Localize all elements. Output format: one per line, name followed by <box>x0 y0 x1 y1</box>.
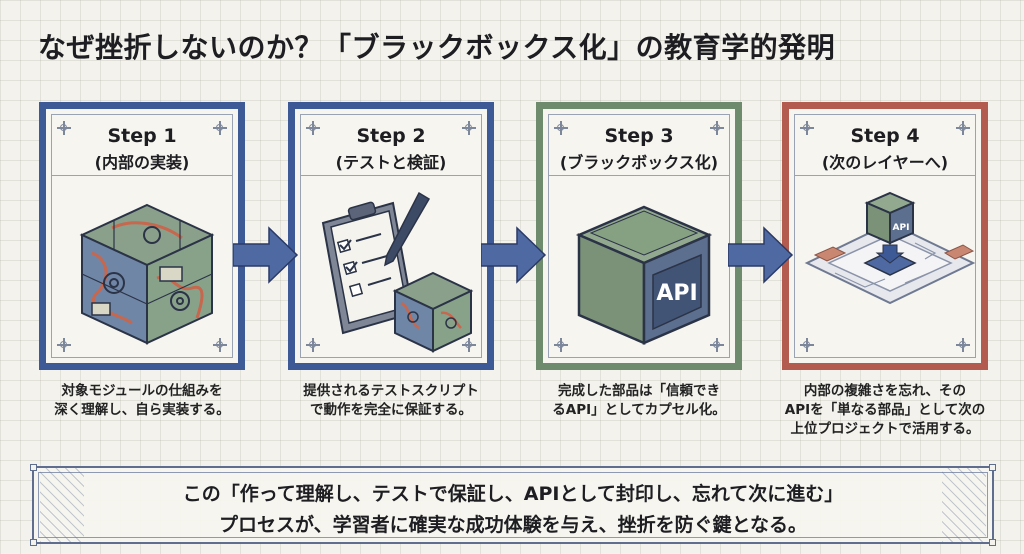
complex-cube-icon <box>79 203 215 345</box>
crosshair-icon <box>57 338 71 352</box>
step-card-1: Step 1 (内部の実装) <box>39 102 245 370</box>
crosshair-icon <box>462 338 476 352</box>
summary-line-1: この「作って理解し、テストで保証し、APIとして封印し、忘れて次に進む」 <box>182 483 844 505</box>
crosshair-icon <box>554 338 568 352</box>
arrow-right-icon <box>481 226 547 284</box>
corner-square <box>30 539 37 546</box>
step-1-description: 対象モジュールの仕組みを 深く理解し、自ら実装する。 <box>32 382 252 420</box>
step-card-2: Step 2 (テストと検証) <box>288 102 494 370</box>
desc-line: 内部の複雑さを忘れ、その <box>803 383 967 399</box>
desc-line: 提供されるテストスクリプト <box>303 383 479 399</box>
desc-line: 完成した部品は「信頼でき <box>558 383 720 399</box>
corner-square <box>989 464 996 471</box>
desc-line: APIを「単なる部品」として次の <box>784 402 986 418</box>
desc-line: 対象モジュールの仕組みを <box>61 383 223 399</box>
step-4-description: 内部の複雑さを忘れ、その APIを「単なる部品」として次の 上位プロジェクトで活… <box>775 382 995 439</box>
step-3-description: 完成した部品は「信頼でき るAPI」としてカプセル化。 <box>529 382 749 420</box>
step-4-subtitle: (次のレイヤーへ) <box>821 153 949 172</box>
step-3-subtitle: (ブラックボックス化) <box>559 153 719 172</box>
summary-line-2: プロセスが、学習者に確実な成功体験を与え、挫折を防ぐ鍵となる。 <box>218 514 808 536</box>
step-1-subtitle: (内部の実装) <box>94 153 190 172</box>
api-small-label: API <box>893 223 910 233</box>
step-3-title: Step 3 <box>604 125 674 147</box>
desc-line: で動作を完全に保証する。 <box>310 402 472 418</box>
step-2-title: Step 2 <box>356 125 426 147</box>
corner-square <box>30 464 37 471</box>
step-2-subtitle: (テストと検証) <box>335 153 447 172</box>
arrow-right-icon <box>728 226 794 284</box>
api-cube-icon: API <box>575 205 713 345</box>
arrow-right-icon <box>233 226 299 284</box>
crosshair-icon <box>800 338 814 352</box>
crosshair-icon <box>57 121 71 135</box>
step-card-3: Step 3 (ブラックボックス化) API <box>536 102 742 370</box>
crosshair-icon <box>306 121 320 135</box>
step-2-description: 提供されるテストスクリプト で動作を完全に保証する。 <box>281 382 501 420</box>
crosshair-icon <box>306 338 320 352</box>
summary-box: この「作って理解し、テストで保証し、APIとして封印し、忘れて次に進む」 プロセ… <box>30 464 996 546</box>
hatch-decoration <box>942 468 986 542</box>
api-label: API <box>656 281 697 306</box>
page-title: なぜ挫折しないのか？「ブラックボックス化」の教育学的発明 <box>38 31 836 64</box>
corner-square <box>989 539 996 546</box>
desc-line: 深く理解し、自ら実装する。 <box>54 402 230 418</box>
crosshair-icon <box>462 121 476 135</box>
step-card-4: Step 4 (次のレイヤーへ) API <box>782 102 988 370</box>
crosshair-icon <box>213 338 227 352</box>
desc-line: 上位プロジェクトで活用する。 <box>790 421 980 437</box>
summary-inner-border <box>38 472 988 538</box>
hatch-decoration <box>40 468 84 542</box>
crosshair-icon <box>554 121 568 135</box>
step-4-title: Step 4 <box>850 125 920 147</box>
step-1-title: Step 1 <box>107 125 177 147</box>
crosshair-icon <box>710 338 724 352</box>
crosshair-icon <box>956 338 970 352</box>
clipboard-test-icon <box>321 191 474 353</box>
crosshair-icon <box>800 121 814 135</box>
crosshair-icon <box>213 121 227 135</box>
crosshair-icon <box>710 121 724 135</box>
crosshair-icon <box>956 121 970 135</box>
desc-line: るAPI」としてカプセル化。 <box>552 402 726 418</box>
layer-stack-icon: API <box>804 191 976 305</box>
